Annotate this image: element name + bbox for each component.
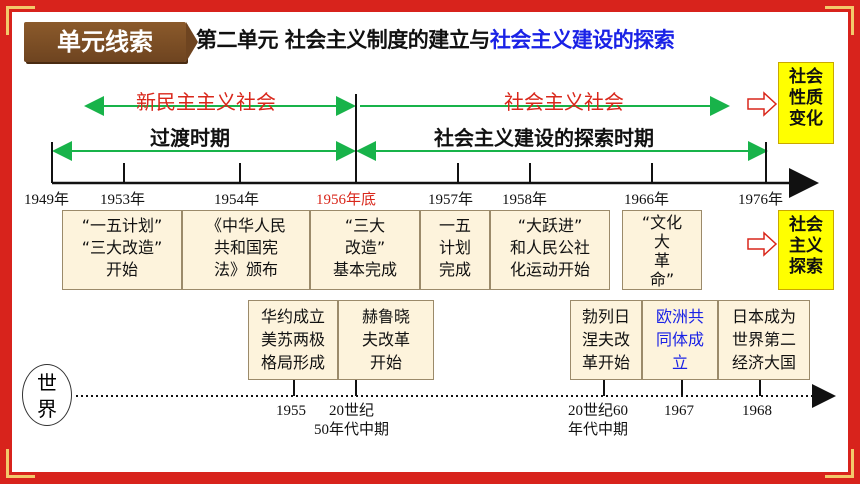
period-exploration: 社会主义建设的探索时期 — [434, 126, 654, 150]
badge-tail — [186, 22, 198, 62]
corner-ornament — [6, 449, 35, 478]
world-year: 20世纪 50年代中期 — [314, 403, 390, 438]
unit-title: 第二单元 社会主义制度的建立与社会主义建设的探索 — [196, 24, 675, 54]
china-event: “文化 大 革 命” — [622, 210, 702, 290]
year-label: 1976年 — [738, 192, 784, 208]
china-event: 一五 计划 完成 — [420, 210, 490, 290]
unit-clue-badge: 单元线索 — [24, 22, 186, 62]
era-new-democracy: 新民主主义社会 — [136, 90, 276, 114]
year-label: 1953年 — [100, 192, 146, 208]
world-event: 勃列日 涅夫改 革开始 — [570, 300, 642, 380]
world-year: 1967 — [664, 403, 694, 419]
corner-ornament — [825, 6, 854, 35]
corner-ornament — [825, 449, 854, 478]
world-event: 赫鲁晓 夫改革 开始 — [338, 300, 434, 380]
world-year: 1968 — [742, 403, 772, 419]
year-label: 1949年 — [24, 192, 70, 208]
unit-title-highlight: 社会主义建设的探索 — [489, 28, 675, 52]
era-socialist: 社会主义社会 — [504, 90, 624, 114]
hollow-arrow-icon — [747, 91, 778, 117]
world-event: 欧洲共 同体成 立 — [642, 300, 718, 380]
year-label: 1956年底 — [316, 192, 377, 208]
hollow-arrow-icon — [747, 231, 778, 257]
china-event: “一五计划” “三大改造” 开始 — [62, 210, 182, 290]
unit-title-prefix: 第二单元 社会主义制度的建立与 — [196, 28, 490, 52]
year-label: 1966年 — [624, 192, 670, 208]
year-label: 1957年 — [428, 192, 474, 208]
period-transition: 过渡时期 — [150, 126, 230, 150]
corner-ornament — [6, 6, 35, 35]
china-event: “三大 改造” 基本完成 — [310, 210, 420, 290]
china-event: “大跃进” 和人民公社 化运动开始 — [490, 210, 610, 290]
world-event: 日本成为 世界第二 经济大国 — [718, 300, 810, 380]
socialist-exploration-box: 社会 主义 探索 — [778, 210, 834, 290]
year-label: 1954年 — [214, 192, 260, 208]
china-event: 《中华人民 共和国宪 法》颁布 — [182, 210, 310, 290]
world-year: 20世纪60 年代中期 — [568, 403, 629, 438]
world-label: 世 界 — [22, 364, 72, 426]
year-label: 1958年 — [502, 192, 548, 208]
nature-change-box: 社会 性质 变化 — [778, 62, 834, 144]
world-event: 华约成立 美苏两极 格局形成 — [248, 300, 338, 380]
world-year: 1955 — [276, 403, 306, 419]
